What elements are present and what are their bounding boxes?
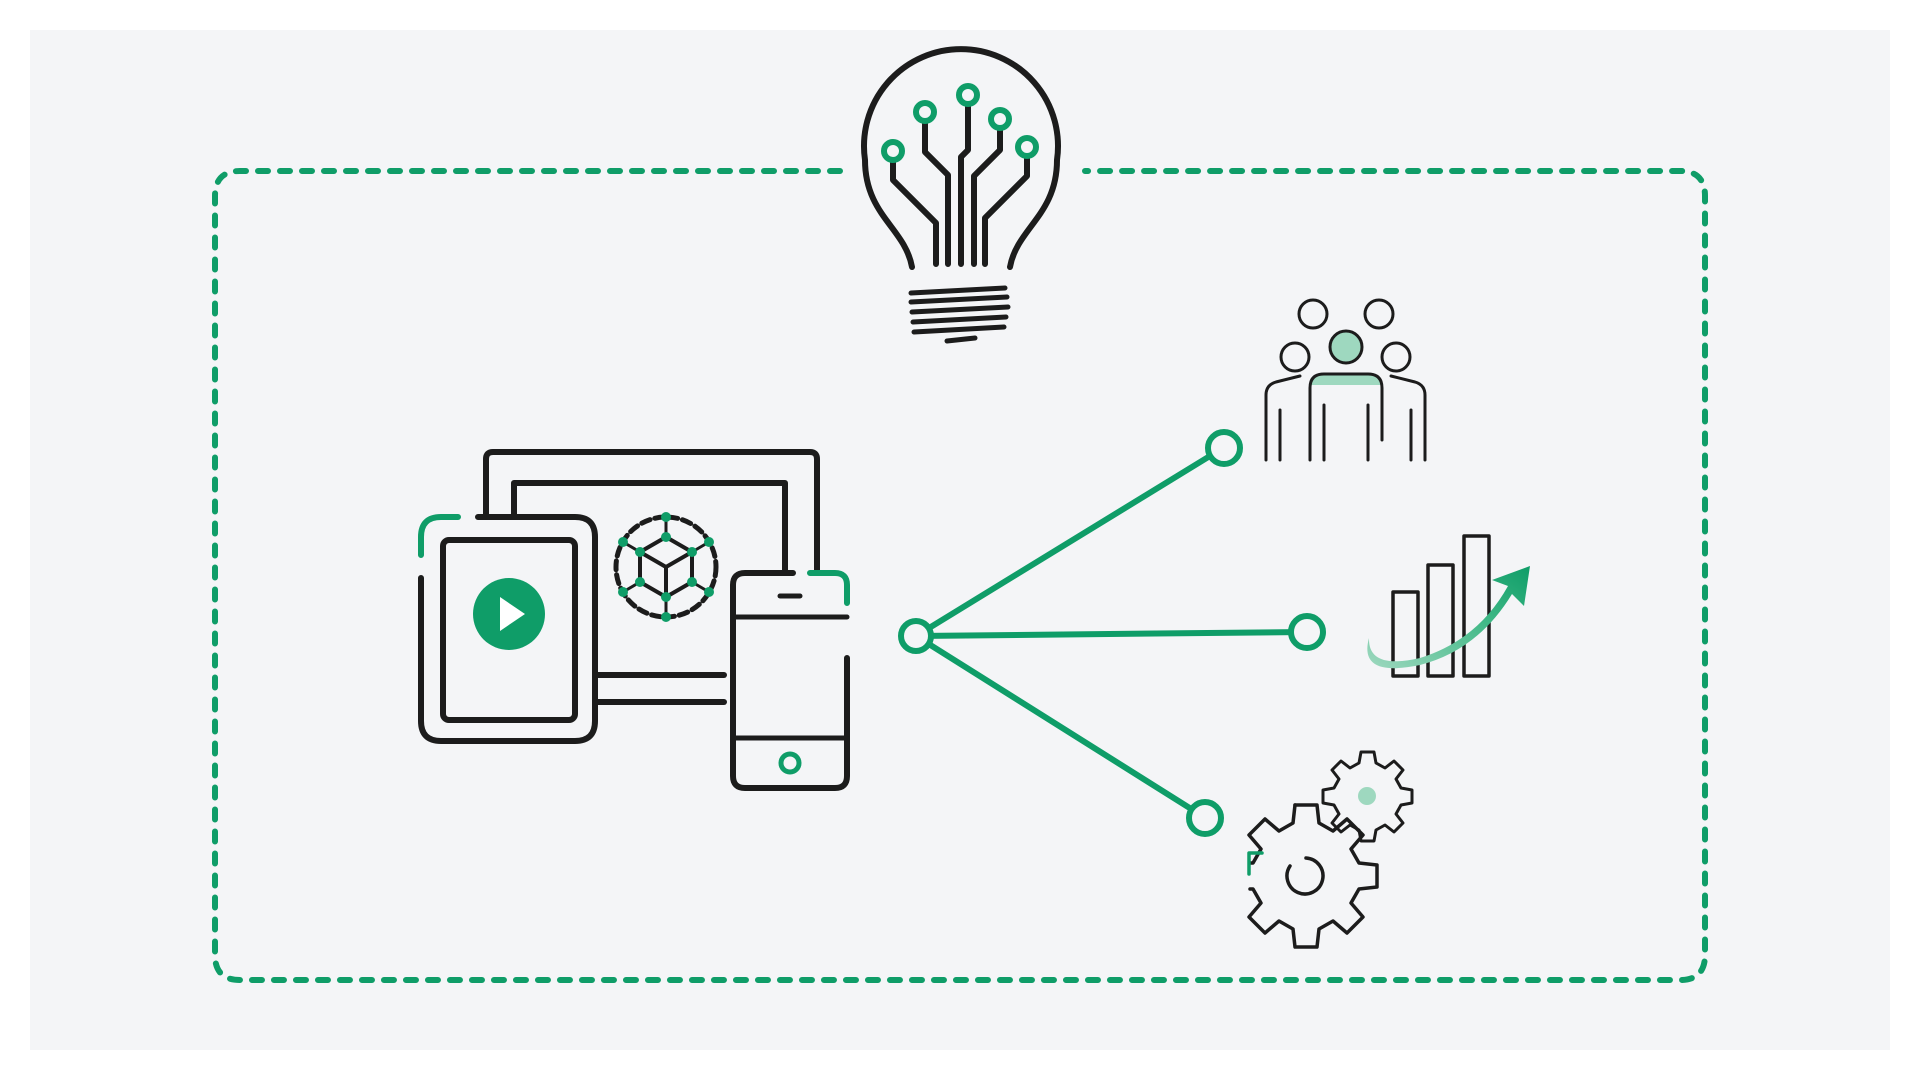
connector-lines [913,445,1309,820]
connector-nodes [898,429,1326,837]
hub-node [898,618,934,654]
growth-chart-icon [1367,534,1530,678]
multi-device-icon [418,449,850,791]
people-group-icon [1264,298,1427,462]
polyhedron-3d-icon [613,512,719,622]
connector-to-gears [913,633,1207,820]
chart-node [1288,613,1326,651]
people-node [1205,429,1243,467]
lightbulb-circuit-icon [861,46,1061,344]
connector-to-chart [913,629,1309,639]
dashed-frame [212,168,1708,983]
connector-to-people [913,445,1226,639]
gears-icon [1247,750,1414,949]
gears-node [1186,799,1224,837]
